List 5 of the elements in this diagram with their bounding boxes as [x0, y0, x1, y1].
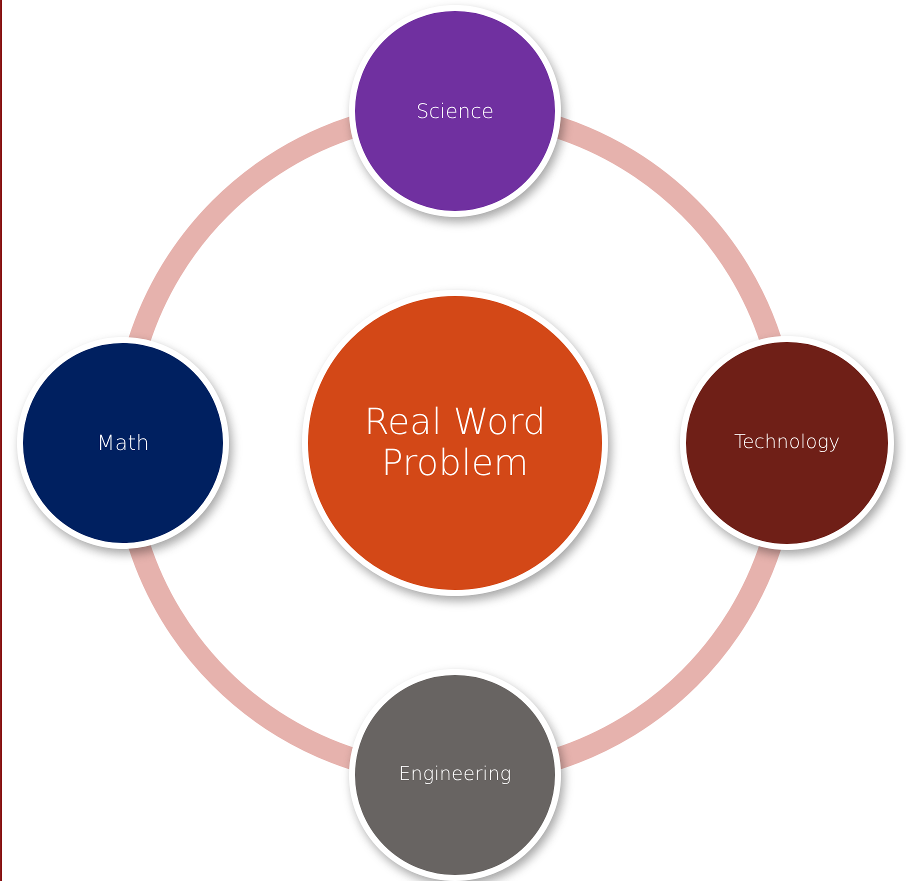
node-label: Engineering — [398, 764, 512, 786]
node-label: Real Word Problem — [363, 402, 547, 484]
node-label: Science — [415, 100, 495, 122]
node-label: Math — [96, 430, 150, 456]
node-label: Technology — [733, 432, 841, 454]
